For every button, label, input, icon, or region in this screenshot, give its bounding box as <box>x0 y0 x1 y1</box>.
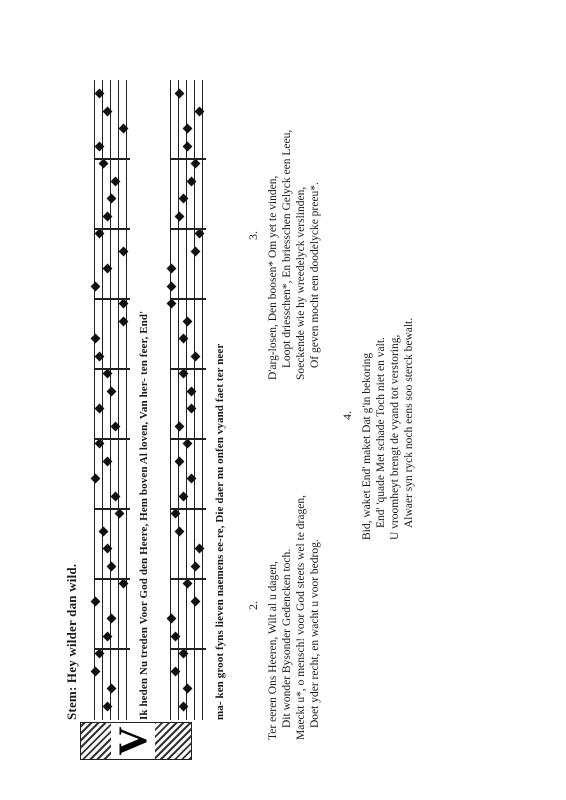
note-head <box>182 684 193 694</box>
note-head <box>174 456 185 467</box>
note-head <box>190 159 201 169</box>
verse-3-line-3: Soeckende wie hy wreedelyck verslinden, <box>295 186 307 380</box>
verse-2-line-1: Ter eeren Ons Heeren, Wilt al u dagen, <box>267 561 279 740</box>
note-head <box>106 561 117 572</box>
note-head <box>90 596 101 607</box>
verse-4-line-1: Bid, waket End' maket Dat g'in bekoring <box>361 352 373 540</box>
bar-line <box>170 158 206 160</box>
verse-3-line-1: D'arg-losen, Den boosen* Om yet te vinde… <box>267 175 279 380</box>
verse-4: Bid, waket End' maket Dat g'in bekoring … <box>360 318 416 540</box>
tune-heading: Stem: Hey wilder dan wild. <box>64 563 79 720</box>
note-head <box>190 596 201 607</box>
note-head <box>190 561 201 572</box>
verse-2-line-3: Maeckt u*, o mensch! voor God steets wel… <box>295 495 307 740</box>
music-staff-2 <box>166 80 206 720</box>
note-head <box>174 89 185 99</box>
bar-line <box>94 578 130 580</box>
note-head <box>174 421 185 432</box>
note-head <box>190 246 201 257</box>
music-staff-1 <box>90 80 130 720</box>
bar-line <box>94 368 130 370</box>
note-head <box>90 281 101 292</box>
rotated-sheet: V Stem: Hey wilder dan wild. Ik heden Nu… <box>60 40 500 760</box>
verse-3-line-4: Of geven mocht een doodelycke preeu*. <box>309 182 321 368</box>
bar-line <box>94 648 130 650</box>
note-head <box>98 526 109 537</box>
note-head <box>90 666 101 677</box>
verse-3-line-2: Loopt driesschen*, En briesschen Gelyck … <box>281 129 293 368</box>
verse-4-line-3: U vroomheyt brengt de vyand tot verstori… <box>389 334 401 540</box>
note-head <box>98 159 109 169</box>
note-head <box>114 509 125 519</box>
verse-number-3: 3. <box>246 231 260 240</box>
note-head <box>182 579 193 589</box>
bar-line <box>94 228 130 230</box>
verse-4-line-2: End' 'quade Met schade Toch niet en valt… <box>375 337 387 528</box>
note-head <box>106 614 117 624</box>
note-head <box>106 194 117 204</box>
verse-number-4: 4. <box>340 411 354 420</box>
verse-3: D'arg-losen, Den boosen* Om yet te vinde… <box>266 130 322 380</box>
bar-line <box>94 438 130 440</box>
note-head <box>166 614 177 624</box>
bar-line <box>170 508 206 510</box>
lyric-line-2: ma- ken groot fyns lieven naemens ee-re,… <box>214 343 226 720</box>
note-head <box>90 474 101 484</box>
bar-line <box>170 648 206 650</box>
note-head <box>166 264 177 274</box>
bar-line <box>170 298 206 300</box>
note-head <box>166 281 177 292</box>
note-head <box>106 386 117 397</box>
bar-line <box>94 508 130 510</box>
note-head <box>190 351 201 362</box>
verse-2: Ter eeren Ons Heeren, Wilt al u dagen, D… <box>266 495 322 740</box>
note-head <box>90 334 101 344</box>
bar-line <box>94 298 130 300</box>
initial-letter: V <box>110 723 155 759</box>
bar-line <box>170 228 206 230</box>
lyric-line-1: Ik heden Nu treden Voor God den Heere, H… <box>138 310 150 720</box>
note-head <box>182 439 193 449</box>
note-head <box>182 124 193 134</box>
decorated-initial: V <box>80 722 192 760</box>
verse-number-2: 2. <box>246 601 260 610</box>
note-head <box>106 684 117 694</box>
verse-2-line-2: Dit wonder Bysonder Gedencken toch. <box>281 548 293 728</box>
note-head <box>166 299 177 309</box>
bar-line <box>170 578 206 580</box>
note-head <box>174 211 185 222</box>
bar-line <box>94 158 130 160</box>
verse-2-line-4: Doet yder recht, en wacht u voor bedrog. <box>309 539 321 728</box>
bar-line <box>170 438 206 440</box>
note-head <box>174 526 185 537</box>
verse-4-line-4: Alwaer syn ryck noch eens soo sterck bew… <box>403 317 415 528</box>
note-head <box>182 141 193 152</box>
note-head <box>182 316 193 327</box>
bar-line <box>170 368 206 370</box>
